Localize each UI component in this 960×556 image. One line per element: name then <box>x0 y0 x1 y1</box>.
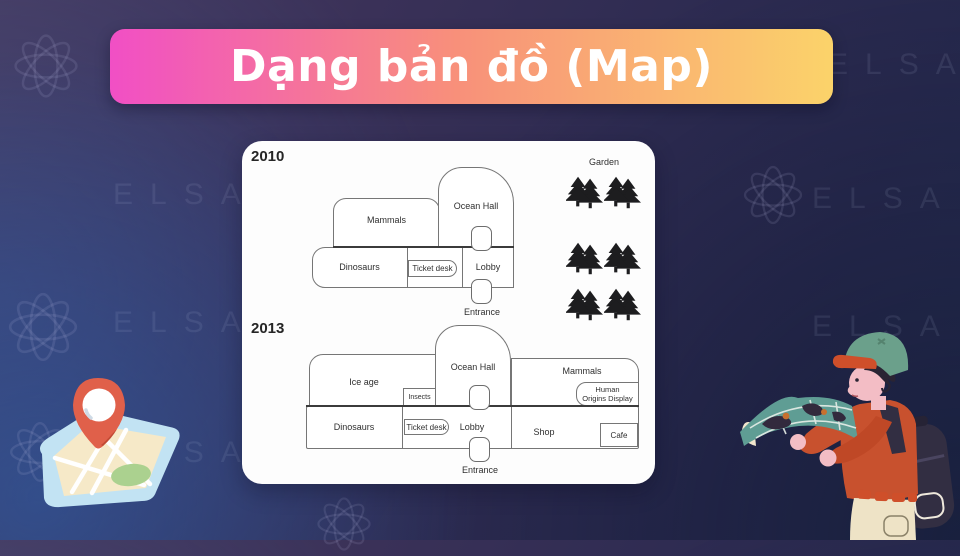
belt <box>857 489 917 502</box>
door-2010-entrance <box>471 279 492 304</box>
elsa-watermark: ELSA <box>812 182 957 215</box>
room-2013-cafe: Cafe <box>600 423 638 447</box>
pine-tree-icon <box>566 242 603 275</box>
entrance-2013-label: Entrance <box>461 464 499 475</box>
pine-tree-icon <box>566 288 603 321</box>
plan-2013-wall <box>511 406 512 449</box>
pine-tree-icon <box>604 288 641 321</box>
plan-2013-wall <box>402 406 403 449</box>
room-2013-dinosaurs-label: Dinosaurs <box>333 422 375 433</box>
title-banner: Dạng bản đồ (Map) <box>110 29 833 104</box>
elsa-watermark: ELSA <box>113 178 258 211</box>
eye <box>855 378 859 382</box>
room-2013-ticket-desk: Ticket desk <box>404 419 449 435</box>
room-2013-shop-label: Shop <box>533 427 555 438</box>
room-2013-insects: Insects <box>403 388 436 406</box>
near-arm <box>828 416 892 464</box>
traveler-reading-map-illustration <box>740 332 955 540</box>
room-2010-lobby-label: Lobby <box>475 262 501 273</box>
pants <box>850 498 916 540</box>
room-2013-ocean-hall <box>435 325 511 406</box>
page-title: Dạng bản đồ (Map) <box>230 41 713 92</box>
plan-2013-year-label: 2013 <box>251 320 285 337</box>
museum-maps-card: 2010 Garden Ocean Hall Mammals Dinosaurs… <box>242 141 655 484</box>
elsa-watermark: ELSA <box>113 306 258 339</box>
nose <box>847 386 857 396</box>
room-2010-ticket-desk: Ticket desk <box>408 260 457 277</box>
rosette-logo-icon <box>2 286 84 368</box>
plan-2010-wall <box>462 247 463 288</box>
neck <box>871 396 886 410</box>
human-origins-line2: Origins Display <box>582 394 633 403</box>
pants-pocket <box>883 515 909 537</box>
garden-label: Garden <box>588 156 620 167</box>
door-2010-ocean-lobby <box>471 226 492 251</box>
cap-green <box>844 332 909 376</box>
hand-map <box>740 396 858 446</box>
pine-tree-icon <box>566 176 603 209</box>
hand <box>790 434 806 450</box>
room-2010-mammals-label: Mammals <box>366 214 406 225</box>
rosette-logo-icon <box>312 492 376 556</box>
elsa-watermark: ELSA <box>828 48 960 81</box>
pine-tree-icon <box>604 176 641 209</box>
door-2013-ocean-lobby <box>469 385 490 410</box>
location-pin-icon <box>73 378 125 449</box>
room-2013-human-origins-display: Human Origins Display <box>576 382 639 406</box>
room-2013-lobby-label: Lobby <box>459 422 485 433</box>
rosette-logo-icon <box>738 160 808 230</box>
head <box>849 365 885 401</box>
rosette-logo-icon <box>8 28 84 104</box>
room-2013-ocean-hall-label: Ocean Hall <box>450 361 496 372</box>
entrance-2010-label: Entrance <box>463 306 501 317</box>
pine-tree-icon <box>604 242 641 275</box>
plan-2010-year-label: 2010 <box>251 148 285 165</box>
cap-brim <box>832 354 877 369</box>
room-2013-ice-age-label: Ice age <box>349 376 379 387</box>
room-2010-ocean-hall-label: Ocean Hall <box>453 200 499 211</box>
cap-stitch <box>877 338 886 345</box>
room-2013-mammals-label: Mammals <box>562 366 602 377</box>
shoulder-strap <box>878 402 906 454</box>
mouth <box>851 394 859 398</box>
room-2010-dinosaurs-label: Dinosaurs <box>339 262 380 273</box>
plan-2010-wall <box>407 247 408 288</box>
hand <box>819 449 837 467</box>
map-park <box>111 463 151 487</box>
human-origins-line1: Human <box>595 385 620 394</box>
door-2013-entrance <box>469 437 490 462</box>
plan-2010-divider-line <box>333 246 514 248</box>
map-with-pin-illustration <box>40 378 180 508</box>
ear-curl <box>880 380 891 393</box>
